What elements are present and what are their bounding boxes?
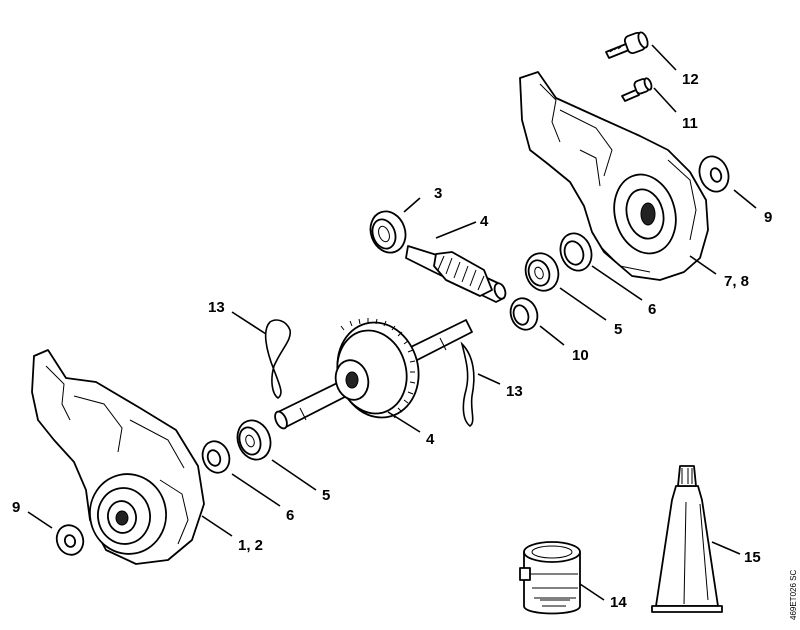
grease-tube-15	[651, 465, 723, 613]
callout-11: 11	[682, 115, 698, 132]
bearing-10	[509, 297, 539, 331]
worm-shaft-4	[405, 245, 507, 303]
bearing-3	[369, 210, 407, 254]
gear-housing-right	[519, 71, 709, 281]
callout-9-left: 9	[12, 499, 20, 516]
washer-9-right	[698, 155, 730, 193]
callout-13-left: 13	[208, 299, 225, 316]
callout-13-right: 13	[506, 383, 523, 400]
grease-tin-14	[519, 541, 581, 615]
gear-shaft-4	[274, 318, 473, 430]
callout-5-right: 5	[614, 321, 622, 338]
screw-11	[621, 77, 653, 102]
callout-labels: 12 11 3 4 9 7, 8 6 5 10 13 13 4 5 6 1, 2…	[12, 71, 772, 611]
drawing-code: 469ET026 SC	[789, 570, 798, 620]
callout-12: 12	[682, 71, 699, 88]
callout-15: 15	[744, 549, 761, 566]
bearing-6-left	[201, 440, 231, 474]
callout-6-right: 6	[648, 301, 656, 318]
screw-12	[605, 31, 649, 59]
callout-1-2: 1, 2	[238, 537, 263, 554]
retaining-clip-13-left	[264, 319, 292, 399]
callout-6-bottom: 6	[286, 507, 294, 524]
callout-5-bottom: 5	[322, 487, 330, 504]
bearing-6-right	[559, 232, 593, 272]
callout-7-8: 7, 8	[724, 273, 749, 290]
callout-3: 3	[434, 185, 442, 202]
washer-9-left	[55, 524, 85, 556]
retaining-clip-13-right	[460, 341, 475, 427]
gear-housing-left	[31, 349, 205, 565]
bearing-5-left	[236, 419, 272, 461]
callout-4-top: 4	[480, 213, 489, 230]
callout-4-bottom: 4	[426, 431, 435, 448]
leader-lines	[27, 44, 757, 601]
callout-10: 10	[572, 347, 589, 364]
callout-14: 14	[610, 594, 627, 611]
callout-9-right: 9	[764, 209, 772, 226]
bearing-5-right	[524, 252, 560, 292]
